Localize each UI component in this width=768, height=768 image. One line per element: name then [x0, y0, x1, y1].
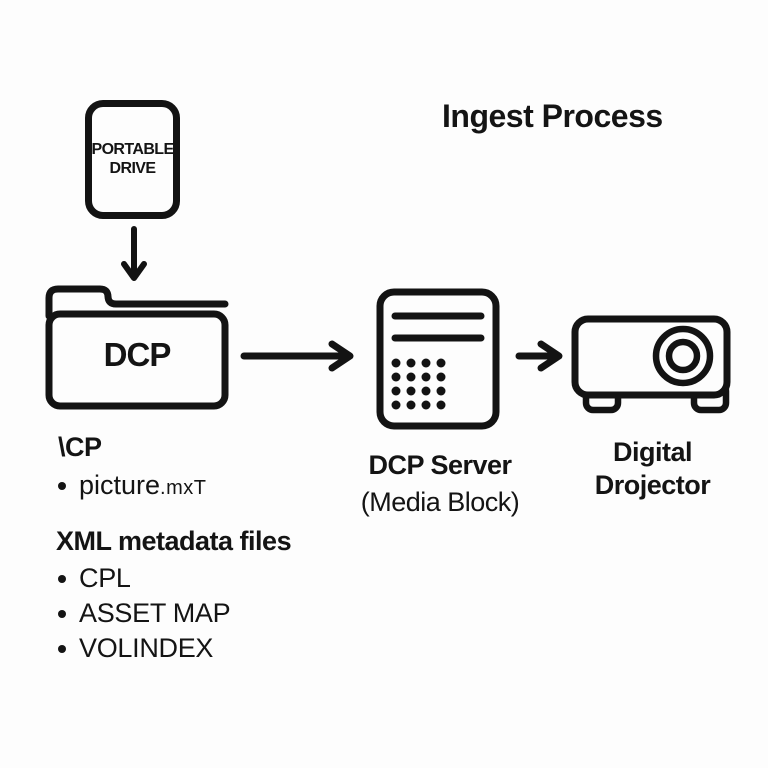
xml-file-label: VOLINDEX — [79, 633, 214, 663]
folder-label: DCP — [103, 336, 172, 373]
xml-file-label: CPL — [79, 563, 131, 593]
bullet-dot — [58, 481, 66, 490]
arrow-right-icon — [515, 340, 563, 372]
folder-icon — [45, 285, 229, 410]
projector-icon — [571, 315, 731, 414]
folder-file-item: picture.mxT — [58, 470, 206, 501]
projector-label-line1: Digital — [612, 437, 693, 467]
server-label: DCP Server — [368, 450, 512, 480]
projector-label-line2: Drojector — [594, 470, 711, 500]
portable-drive-icon: PORTABLE DRIVE — [85, 100, 180, 219]
bullet-dot — [58, 609, 66, 618]
server-icon — [376, 288, 500, 430]
server-sublabel: (Media Block) — [360, 487, 520, 517]
list-item: VOLINDEX — [58, 633, 213, 664]
portable-drive-label: PORTABLE DRIVE — [91, 140, 175, 177]
file-name: picture — [79, 470, 161, 500]
bullet-dot — [58, 574, 66, 583]
file-extension: .mxT — [160, 477, 207, 499]
lens-outer-ring — [652, 325, 714, 387]
xml-files-heading: XML metadata files — [56, 526, 292, 556]
arrow-down-icon — [121, 226, 147, 281]
list-item: ASSET MAP — [58, 598, 231, 629]
xml-file-label: ASSET MAP — [79, 598, 231, 628]
server-dot-grid — [391, 358, 446, 410]
arrow-right-icon — [240, 340, 354, 372]
folder-path-label: \CP — [58, 432, 102, 462]
lens-inner-ring — [665, 338, 701, 374]
bullet-dot — [58, 644, 66, 653]
diagram-title: Ingest Process — [442, 98, 663, 134]
list-item: CPL — [58, 563, 131, 594]
